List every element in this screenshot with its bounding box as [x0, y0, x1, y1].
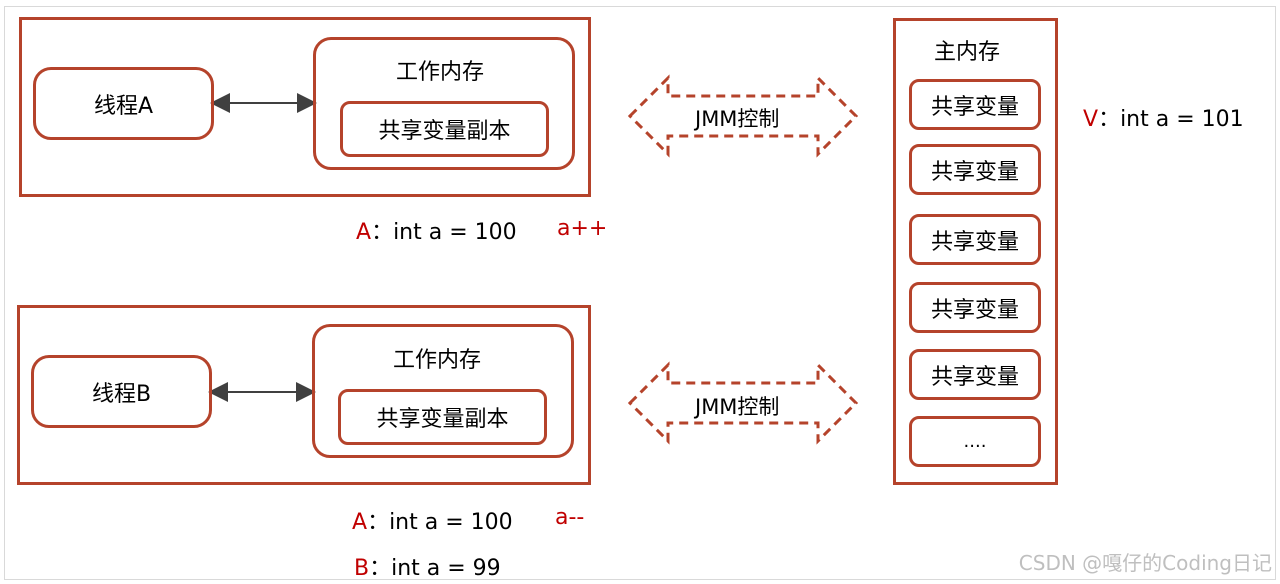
thread-a-box: 线程A — [33, 67, 214, 140]
shared-copy-a-label: 共享变量副本 — [378, 119, 511, 144]
annotation-a-value: A：int a = 100 — [356, 214, 517, 246]
annotation-a-prefix: A — [356, 220, 372, 245]
ellipsis-label: .... — [963, 431, 987, 452]
jmm-arrow-top — [627, 74, 859, 158]
thread-b-container — [17, 305, 591, 485]
shared-copy-b-label: 共享变量副本 — [376, 407, 509, 432]
shared-copy-b: 共享变量副本 — [338, 389, 547, 445]
annotation-b-prefix: B — [354, 556, 370, 581]
shared-variable-label: 共享变量 — [930, 297, 1019, 323]
shared-variable-2: 共享变量 — [909, 144, 1041, 195]
annotation-b-value: B：int a = 99 — [354, 550, 501, 582]
jmm-arrow-bottom — [627, 361, 859, 445]
shared-variable-label: 共享变量 — [930, 159, 1019, 185]
annotation-v-prefix: V — [1083, 107, 1099, 132]
jmm-label-bottom: JMM控制 — [695, 395, 780, 419]
thread-b-label: 线程B — [91, 381, 152, 407]
work-memory-a: 工作内存 — [313, 37, 575, 170]
main-memory-container: 主内存 — [893, 18, 1058, 485]
annotation-b-op: a-- — [555, 505, 585, 530]
thread-a-label: 线程A — [93, 93, 154, 119]
diagram-frame — [4, 6, 1276, 580]
work-memory-b: 工作内存 — [312, 324, 574, 458]
shared-variable-4: 共享变量 — [909, 282, 1041, 333]
annotation-v-text: ：int a = 101 — [1098, 107, 1244, 132]
annotation-a-text: ：int a = 100 — [371, 220, 517, 245]
annotation-b-a-value: A：int a = 100 — [352, 504, 513, 536]
annotation-b-a-prefix: A — [352, 510, 368, 535]
watermark: CSDN @嘎仔的Coding日记 — [1018, 551, 1272, 575]
main-memory-title: 主内存 — [934, 40, 1001, 65]
thread-b-box: 线程B — [31, 355, 212, 428]
shared-variable-label: 共享变量 — [930, 229, 1019, 255]
work-memory-b-title: 工作内存 — [393, 348, 482, 373]
shared-variable-5: 共享变量 — [909, 349, 1041, 400]
thread-a-container — [19, 17, 591, 197]
shared-copy-a: 共享变量副本 — [340, 101, 549, 157]
shared-variable-label: 共享变量 — [930, 94, 1019, 120]
shared-variable-more: .... — [909, 416, 1041, 467]
annotation-b-text: ：int a = 99 — [369, 556, 501, 581]
shared-variable-3: 共享变量 — [909, 214, 1041, 265]
jmm-label-top: JMM控制 — [695, 107, 780, 131]
annotation-v-value: V：int a = 101 — [1083, 101, 1244, 133]
annotation-a-op: a++ — [557, 216, 608, 241]
shared-variable-1: 共享变量 — [909, 79, 1041, 130]
annotation-b-a-text: ：int a = 100 — [367, 510, 513, 535]
shared-variable-label: 共享变量 — [930, 364, 1019, 390]
work-memory-a-title: 工作内存 — [396, 60, 485, 85]
